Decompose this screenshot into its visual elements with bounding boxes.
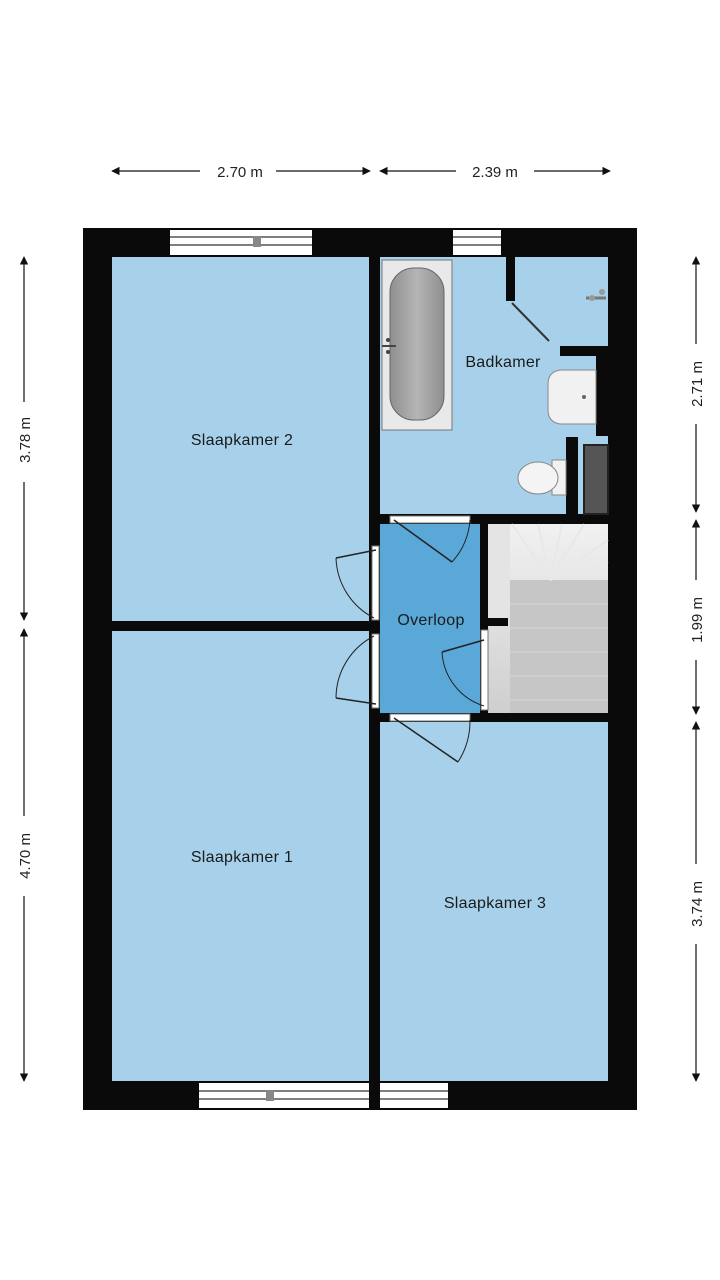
dimension-top-left: 2.70 m — [111, 164, 371, 181]
door-bedroom-3 — [389, 713, 471, 763]
dimension-right-lower: 3.74 m — [689, 721, 706, 1082]
dimension-label: 2.70 m — [217, 164, 263, 181]
room-landing — [380, 524, 480, 713]
dimension-right-upper: 2.71 m — [689, 256, 706, 513]
window-bedroom-3 — [380, 1083, 448, 1108]
sink-icon — [547, 369, 597, 425]
door-bedroom-2 — [335, 545, 380, 621]
toilet-partition — [566, 437, 578, 514]
tap-icon — [586, 289, 606, 301]
label-landing: Overloop — [397, 612, 464, 629]
dimension-label: 3.78 m — [17, 417, 34, 463]
dimension-top-right: 2.39 m — [379, 164, 611, 181]
label-bathroom: Badkamer — [465, 354, 541, 371]
room-bedroom-2 — [112, 257, 369, 621]
dimension-right-middle: 1.99 m — [689, 519, 706, 715]
window-bedroom-2 — [170, 230, 312, 255]
dimension-label: 2.71 m — [689, 361, 706, 407]
toilet-icon — [517, 459, 567, 496]
label-bedroom-1: Slaapkamer 1 — [191, 849, 293, 866]
label-bedroom-2: Slaapkamer 2 — [191, 432, 293, 449]
landing-stair-wall — [480, 618, 508, 626]
shower-wall — [506, 257, 515, 301]
staircase-icon — [488, 523, 609, 713]
door-bedroom-1 — [335, 633, 380, 709]
dimension-left-lower: 4.70 m — [17, 628, 34, 1082]
dimension-label: 4.70 m — [17, 833, 34, 879]
bathroom-wall-right — [560, 346, 608, 356]
bathtub-icon — [381, 259, 453, 431]
label-bedroom-3: Slaapkamer 3 — [444, 895, 546, 912]
door-bathroom — [389, 515, 471, 563]
dimension-label: 1.99 m — [689, 597, 706, 643]
room-bedroom-3 — [380, 722, 608, 1081]
shower-door — [511, 302, 550, 342]
room-bedroom-1 — [112, 631, 369, 1081]
bathroom-niche-wall — [596, 356, 608, 436]
dimension-left-upper: 3.78 m — [17, 256, 34, 621]
dimension-label: 3.74 m — [689, 881, 706, 927]
window-bedroom-1 — [199, 1083, 369, 1108]
dimension-label: 2.39 m — [472, 164, 518, 181]
window-bathroom — [453, 230, 501, 255]
door-stairs — [441, 629, 489, 711]
duct-box — [583, 444, 609, 515]
